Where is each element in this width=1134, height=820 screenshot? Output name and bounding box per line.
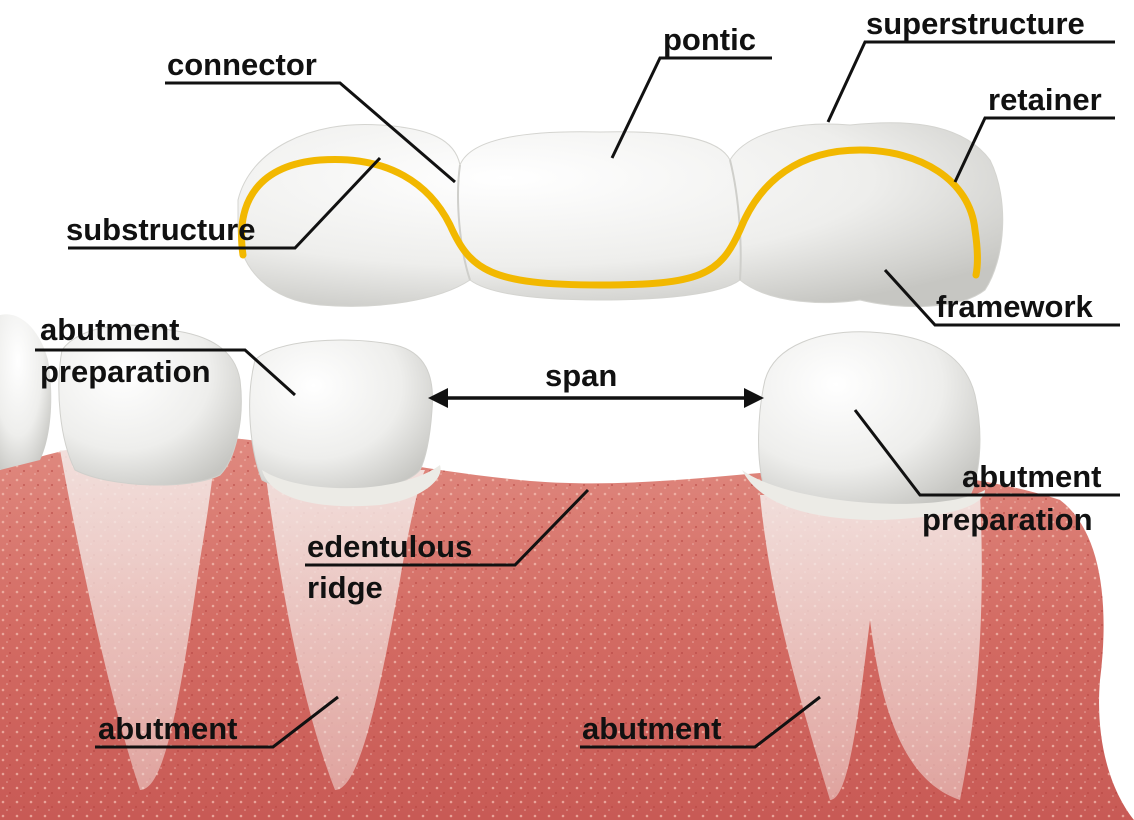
- label-abutment-right: abutment: [582, 711, 722, 746]
- label-substructure: substructure: [66, 212, 255, 247]
- label-pontic: pontic: [663, 22, 756, 57]
- left-abutment-preparation: [250, 340, 441, 506]
- label-abutment-left: abutment: [98, 711, 238, 746]
- label-superstructure: superstructure: [866, 6, 1085, 41]
- label-abutment-preparation-left-1: abutment: [40, 312, 180, 347]
- label-abutment-preparation-right-1: abutment: [962, 459, 1102, 494]
- label-connector: connector: [167, 47, 317, 82]
- label-abutment-preparation-right-2: preparation: [922, 502, 1093, 537]
- right-abutment-preparation: [742, 332, 985, 520]
- label-abutment-preparation-left-2: preparation: [40, 354, 211, 389]
- label-edentulous-ridge-2: ridge: [307, 570, 383, 605]
- label-span: span: [545, 358, 617, 393]
- label-edentulous-ridge-1: edentulous: [307, 529, 472, 564]
- label-retainer: retainer: [988, 82, 1102, 117]
- label-framework: framework: [936, 289, 1094, 324]
